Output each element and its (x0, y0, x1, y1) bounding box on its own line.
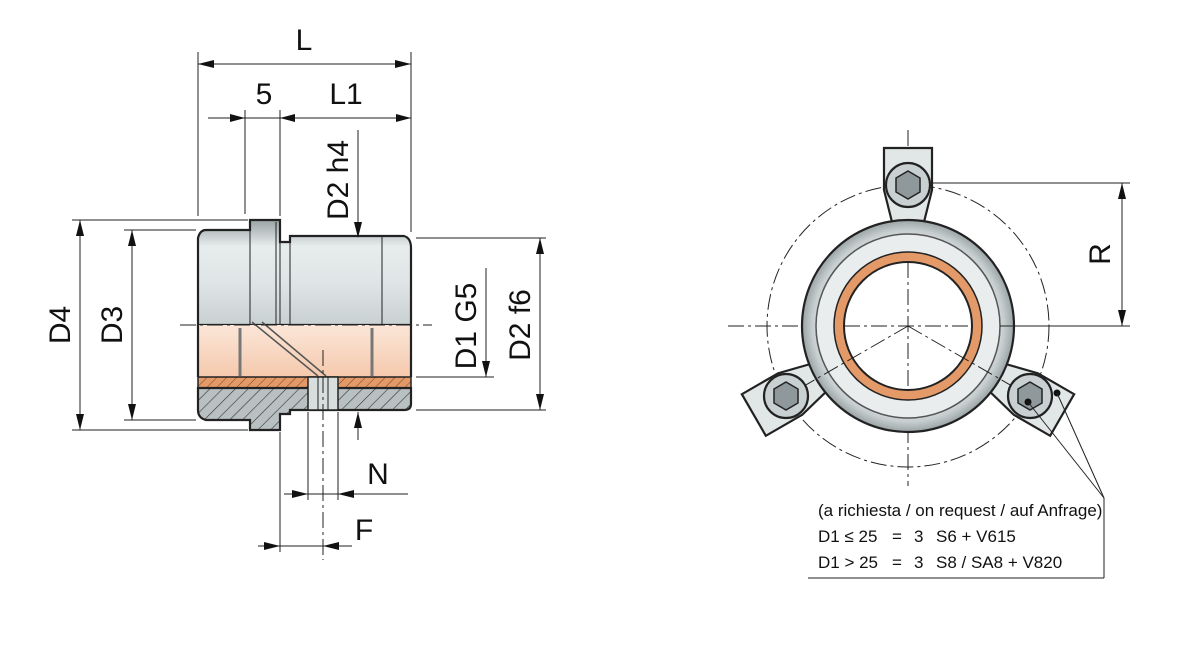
note-row1-eq: = (892, 527, 902, 546)
bushing-lower-section (196, 386, 413, 432)
dim-label-D1G5: D1 G5 (450, 283, 483, 370)
dim-label-L1: L1 (329, 78, 362, 111)
note-row1-d1: D1 ≤ 25 (818, 527, 877, 546)
dim-label-F: F (355, 514, 373, 547)
dim-label-D3: D3 (96, 306, 129, 344)
bushing-upper-body (196, 218, 413, 327)
note-row2-spec: S8 / SA8 + V820 (936, 553, 1062, 572)
note-row1-spec: S6 + V615 (936, 527, 1016, 546)
bushing-inner-section (198, 325, 411, 377)
note-row2-eq: = (892, 553, 902, 572)
note-row2-d1: D1 > 25 (818, 553, 878, 572)
front-view: R (a richiesta / on request / auf Anfrag… (728, 130, 1130, 579)
screw-note: (a richiesta / on request / auf Anfrage)… (818, 501, 1102, 572)
note-row1-qty: 3 (914, 527, 923, 546)
screw-top (884, 161, 932, 209)
dim-label-N: N (367, 458, 389, 491)
dim-label-L: L (296, 24, 313, 57)
dim-label-D4: D4 (44, 306, 77, 344)
dim-label-D2f6: D2 f6 (504, 289, 537, 361)
screw-left (762, 372, 810, 420)
copper-liner-ring (834, 252, 982, 400)
copper-liner (197, 376, 412, 389)
dim-label-5: 5 (256, 78, 273, 111)
screw-right (1006, 372, 1061, 420)
side-view: L 5 L1 D2 h4 D4 D3 D1 G5 (44, 24, 546, 560)
note-line-1: (a richiesta / on request / auf Anfrage) (818, 501, 1102, 520)
dim-label-R: R (1084, 243, 1117, 265)
dim-label-D2h4: D2 h4 (322, 140, 355, 220)
note-row2-qty: 3 (914, 553, 923, 572)
